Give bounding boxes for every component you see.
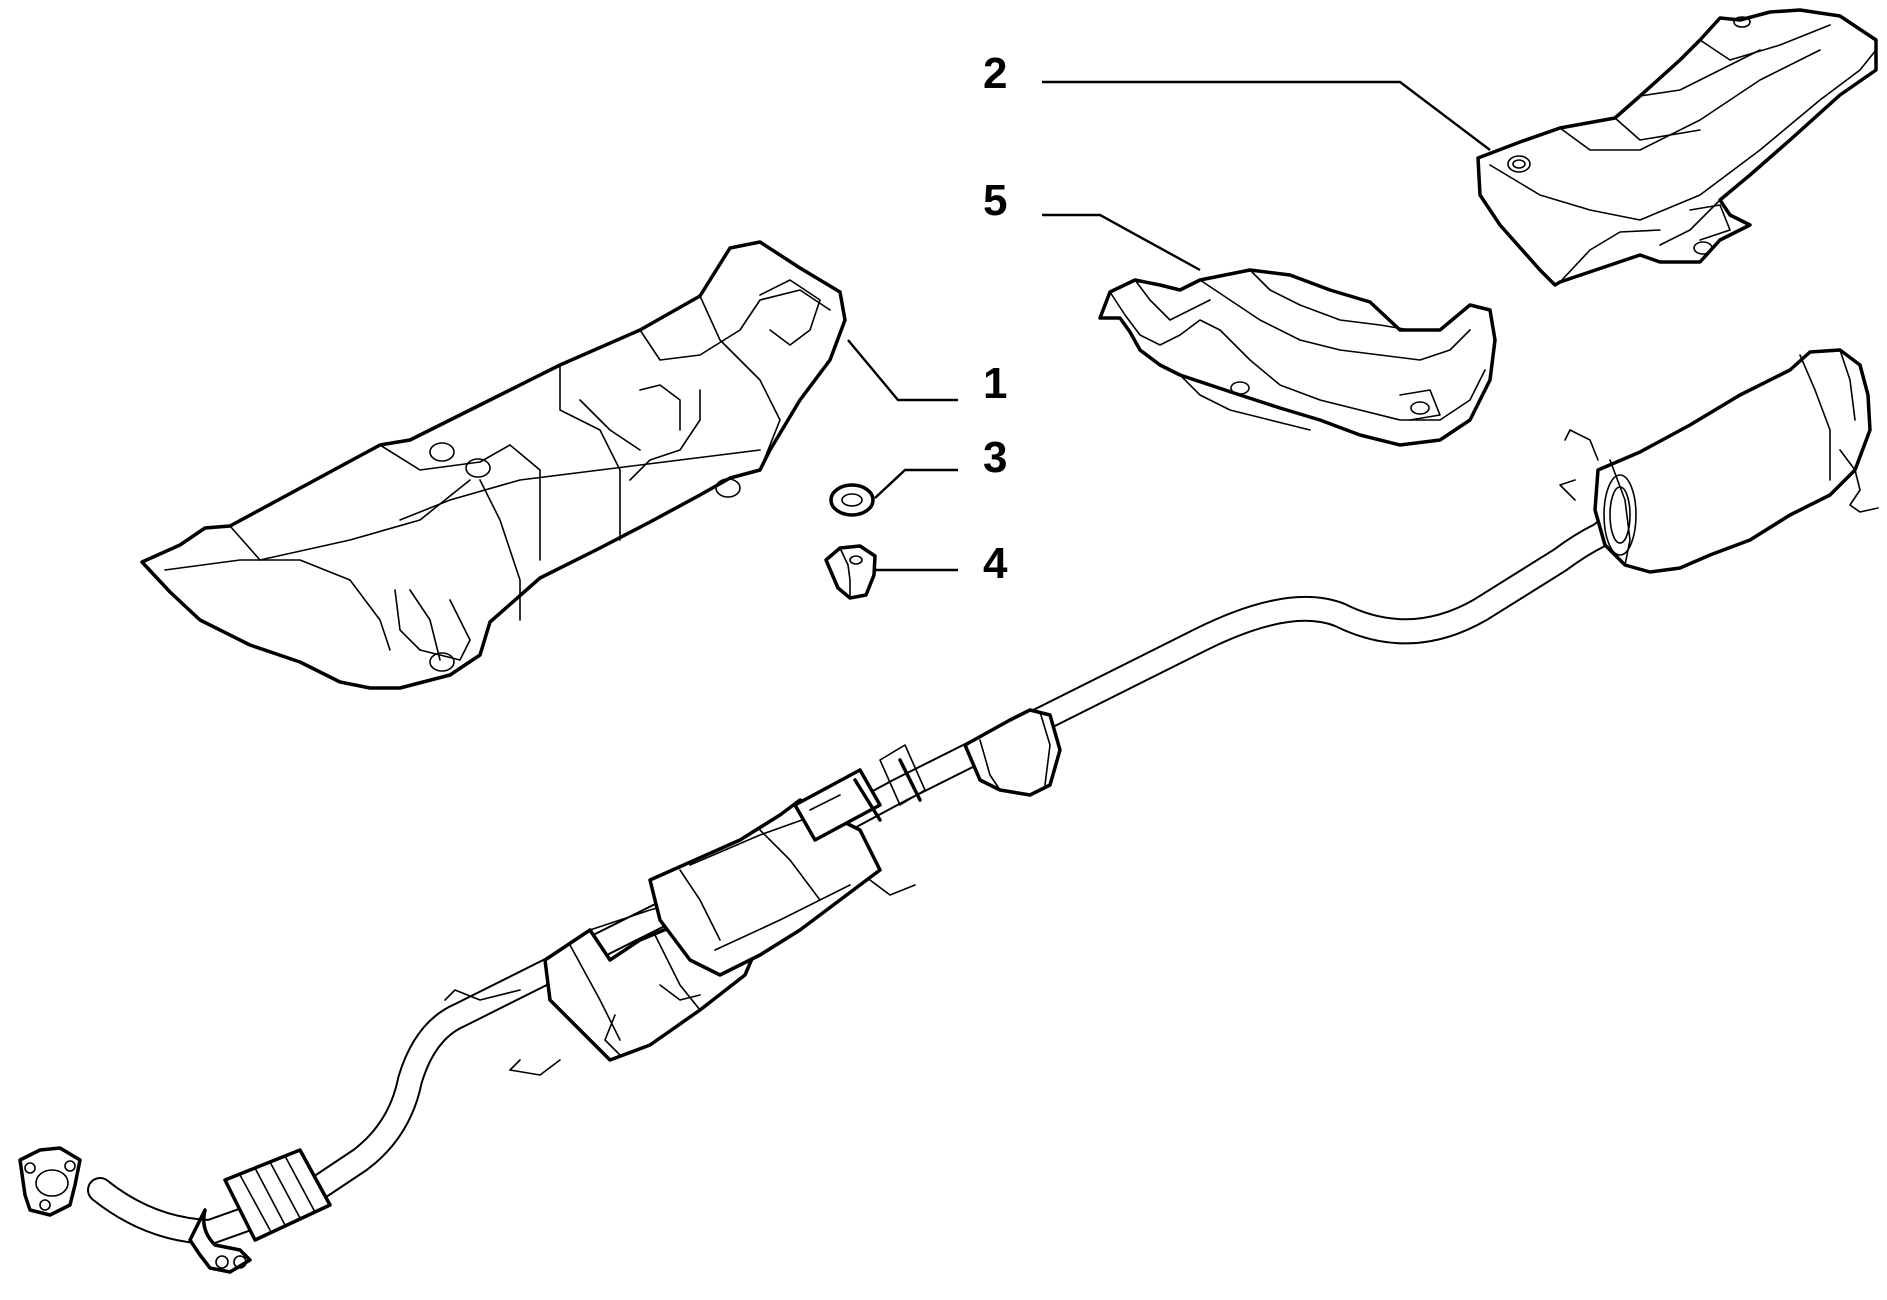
- callout-4: 4: [983, 539, 1008, 588]
- callout-labels: 1 2 3 4 5: [983, 49, 1008, 588]
- clip-nut-part-4: [824, 544, 877, 600]
- heat-shield-part-2: [1476, 8, 1878, 287]
- callout-1: 1: [983, 359, 1007, 408]
- leader-line-1: [847, 339, 958, 402]
- leader-line-5: [1042, 213, 1201, 272]
- heat-shield-part-5: [1098, 268, 1497, 447]
- leader-line-3: [874, 468, 958, 499]
- callout-2: 2: [983, 49, 1007, 98]
- washer-part-3: [829, 483, 875, 517]
- leader-line-2: [1042, 80, 1491, 151]
- callout-3: 3: [983, 433, 1007, 482]
- callout-5: 5: [983, 176, 1007, 225]
- exhaust-pipe-assembly: [18, 348, 1879, 1274]
- leader-lines: [847, 80, 1491, 572]
- heat-shield-part-1: [140, 240, 847, 690]
